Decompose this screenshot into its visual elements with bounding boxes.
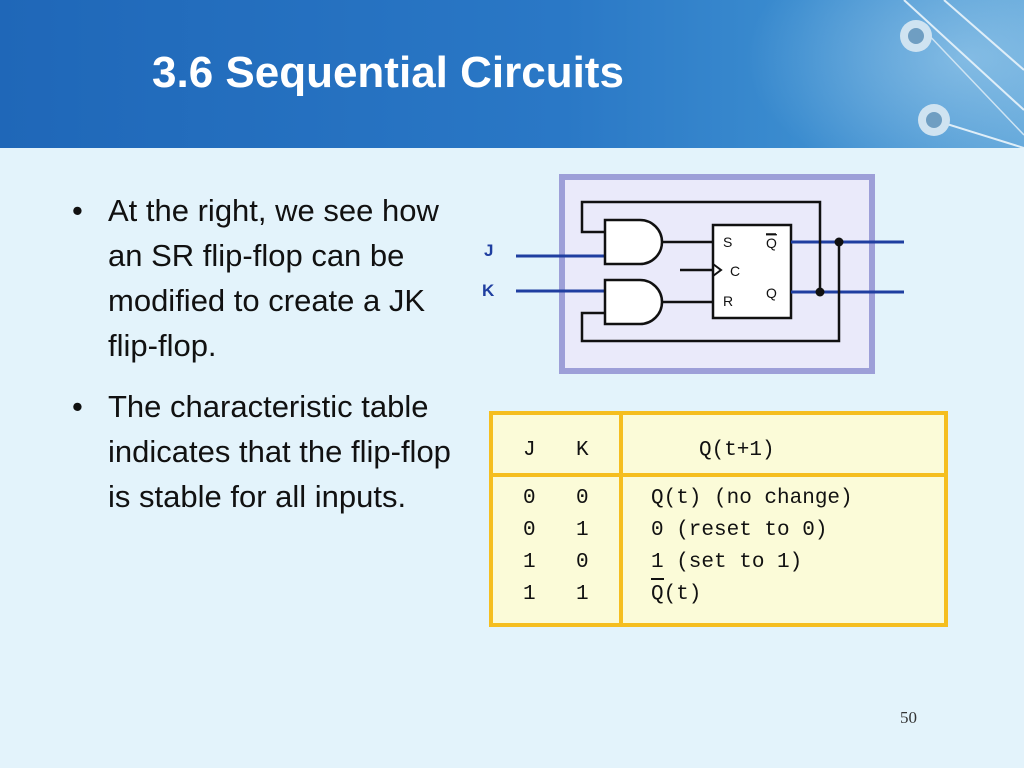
row-3-q: 1 (set to 1) (651, 551, 803, 574)
row-2-q: 0 (reset to 0) (651, 519, 828, 542)
decor-line-2 (943, 0, 1024, 71)
header-k: K (576, 439, 589, 462)
row-2-k: 1 (576, 519, 589, 542)
sr-flip-flop-box (711, 223, 793, 320)
row-1-j: 0 (523, 487, 536, 510)
table-column-divider (619, 415, 623, 623)
decor-line-1 (903, 0, 1024, 111)
characteristic-table: J K Q(t+1) 0 0 Q(t) (no change) 0 1 0 (r… (489, 411, 948, 627)
feedback-wire-q (580, 200, 822, 292)
bullet-dot-icon: • (72, 193, 83, 228)
q-complement-overline (651, 578, 664, 580)
and-gate-bottom (603, 278, 664, 326)
row-3-k: 0 (576, 551, 589, 574)
row-1-k: 0 (576, 487, 589, 510)
bullet-list: • At the right, we see how an SR flip-fl… (62, 188, 462, 535)
bullet-text: The characteristic table indicates that … (108, 389, 451, 514)
pin-s-label: S (723, 234, 732, 250)
and-gate-top (603, 218, 664, 266)
row-4-k: 1 (576, 583, 589, 606)
decorative-pins-graphic (900, 0, 1024, 148)
pin-r-label: R (723, 293, 733, 309)
slide-title: 3.6 Sequential Circuits (152, 48, 624, 97)
decor-pin-core-2 (926, 112, 942, 128)
row-1-q: Q(t) (no change) (651, 487, 853, 510)
feedback-wire-q-bar (580, 242, 841, 343)
banner-glow (744, 0, 1024, 148)
row-4-j: 1 (523, 583, 536, 606)
clock-triangle-icon (712, 263, 723, 277)
header-q-next: Q(t+1) (699, 439, 775, 462)
pin-c-label: C (730, 263, 740, 279)
page-number: 50 (900, 708, 917, 727)
decor-line-4 (923, 29, 1024, 136)
row-3-j: 1 (523, 551, 536, 574)
row-4-q: Q(t) (651, 583, 702, 606)
row-2-j: 0 (523, 519, 536, 542)
title-banner: 3.6 Sequential Circuits (0, 0, 1024, 148)
bullet-text: At the right, we see how an SR flip-flop… (108, 193, 439, 363)
input-j-label: J (484, 241, 493, 260)
jk-flip-flop-diagram: J K S C R Q Q (482, 174, 904, 374)
bullet-dot-icon: • (72, 389, 83, 424)
output-q-bar-label: Q (766, 235, 777, 251)
output-q-label: Q (766, 285, 777, 301)
header-j: J (523, 439, 536, 462)
bullet-item: • At the right, we see how an SR flip-fl… (62, 188, 462, 368)
input-k-label: K (482, 281, 495, 300)
decor-pin-core-1 (908, 28, 924, 44)
table-header-row (493, 415, 944, 477)
bullet-item: • The characteristic table indicates tha… (62, 384, 462, 519)
